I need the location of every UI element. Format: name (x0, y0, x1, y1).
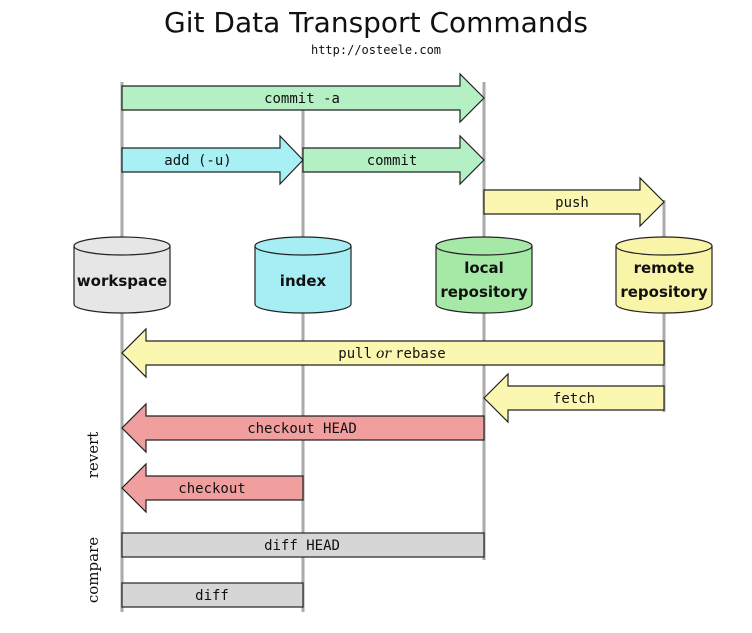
diff-bar: diff (121, 582, 304, 608)
pull-label: pull (338, 346, 372, 362)
local-repository-label-line2: repository (440, 283, 528, 301)
diff-head-label: diff HEAD (264, 538, 340, 554)
workspace-cylinder: workspace (73, 236, 171, 314)
pull-or-rebase-arrow: pull or rebase (121, 327, 665, 379)
rebase-label: rebase (395, 346, 446, 362)
diff-head-bar: diff HEAD (121, 532, 485, 558)
push-arrow: push (483, 176, 665, 228)
checkout-arrow: checkout (121, 462, 304, 514)
fetch-label: fetch (553, 391, 595, 407)
add-arrow: add (-u) (121, 134, 304, 186)
checkout-head-label: checkout HEAD (247, 421, 357, 437)
local-repository-label-line1: local (464, 259, 504, 277)
push-label: push (555, 195, 589, 211)
compare-side-label: compare (84, 537, 102, 603)
checkout-head-arrow: checkout HEAD (121, 402, 485, 454)
page-subtitle: http://osteele.com (310, 43, 442, 57)
commit-label: commit (367, 153, 418, 169)
remote-repository-label-line1: remote (634, 259, 695, 277)
checkout-label: checkout (178, 481, 245, 497)
remote-repository-cylinder: remote repository (615, 236, 713, 314)
revert-side-label: revert (84, 432, 102, 479)
commit-a-arrow: commit -a (121, 72, 485, 124)
commit-a-label: commit -a (264, 91, 340, 107)
pull-or-rebase-label: pull or rebase (338, 345, 445, 362)
diff-label: diff (195, 588, 229, 604)
or-label: or (376, 346, 392, 362)
local-repository-cylinder: local repository (435, 236, 533, 314)
remote-repository-label-line2: repository (620, 283, 708, 301)
page-title: Git Data Transport Commands (164, 6, 588, 39)
index-cylinder: index (254, 236, 352, 314)
commit-arrow: commit (302, 134, 485, 186)
workspace-label: workspace (77, 272, 167, 290)
fetch-arrow: fetch (483, 372, 665, 424)
index-label: index (280, 272, 327, 290)
add-label: add (-u) (164, 153, 231, 169)
